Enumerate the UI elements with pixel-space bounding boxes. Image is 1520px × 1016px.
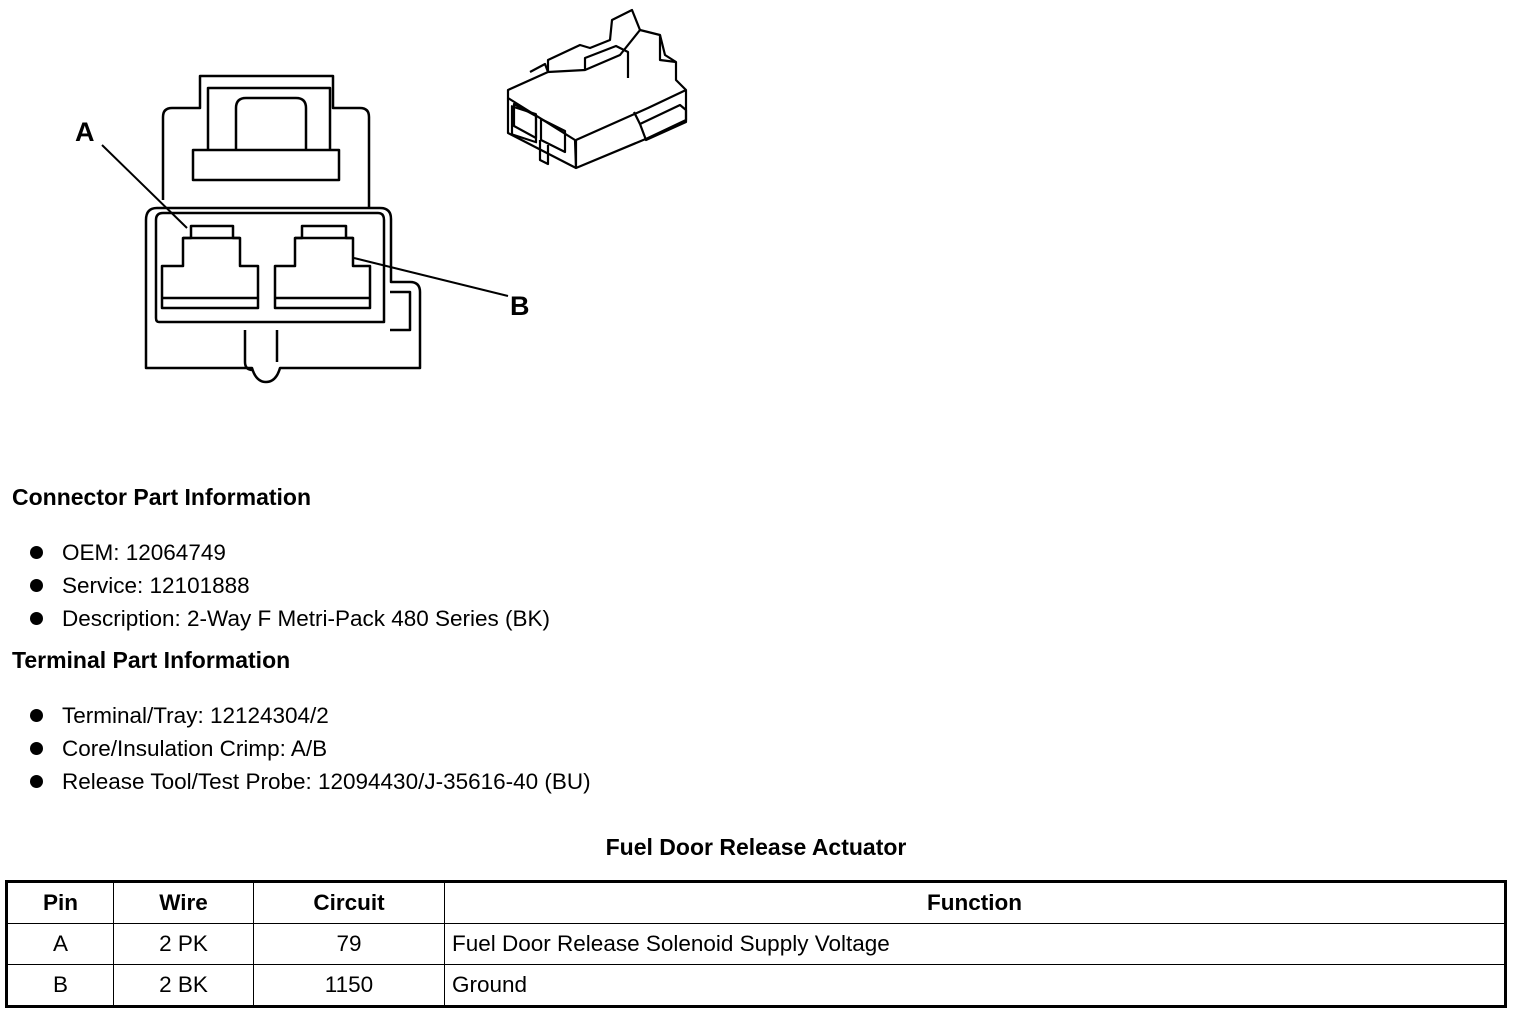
connector-info-title: Connector Part Information bbox=[12, 484, 312, 510]
list-item: Core/Insulation Crimp: A/B bbox=[30, 732, 591, 765]
bullet-icon bbox=[30, 546, 43, 559]
cell-circuit: 79 bbox=[253, 923, 445, 965]
header-pin: Pin bbox=[6, 881, 114, 924]
callout-label-a: A bbox=[75, 117, 95, 147]
cell-pin: A bbox=[6, 923, 114, 965]
bullet-icon bbox=[30, 742, 43, 755]
crimp-info: Core/Insulation Crimp: A/B bbox=[62, 736, 328, 761]
cell-function: Fuel Door Release Solenoid Supply Voltag… bbox=[444, 923, 1506, 965]
cell-circuit: 1150 bbox=[253, 964, 445, 1007]
connector-info-list: OEM: 12064749 Service: 12101888 Descript… bbox=[30, 536, 550, 635]
pin-table-title: Fuel Door Release Actuator bbox=[605, 834, 907, 860]
connector-face-view bbox=[101, 74, 509, 384]
list-item: Release Tool/Test Probe: 12094430/J-3561… bbox=[30, 765, 591, 798]
bullet-icon bbox=[30, 579, 43, 592]
cell-pin: B bbox=[6, 964, 114, 1007]
list-item: Service: 12101888 bbox=[30, 569, 550, 602]
header-circuit: Circuit bbox=[253, 881, 445, 924]
callout-label-b: B bbox=[510, 291, 530, 321]
table-row: B 2 BK 1150 Ground bbox=[6, 964, 1506, 1007]
list-item: Description: 2-Way F Metri-Pack 480 Seri… bbox=[30, 602, 550, 635]
terminal-tray: Terminal/Tray: 12124304/2 bbox=[62, 703, 329, 728]
list-item: Terminal/Tray: 12124304/2 bbox=[30, 699, 591, 732]
table-row: A 2 PK 79 Fuel Door Release Solenoid Sup… bbox=[6, 923, 1506, 965]
pin-table: Pin Wire Circuit Function A 2 PK 79 Fuel… bbox=[5, 880, 1507, 1008]
cell-function: Ground bbox=[444, 964, 1506, 1007]
connector-service: Service: 12101888 bbox=[62, 573, 250, 598]
terminal-info-list: Terminal/Tray: 12124304/2 Core/Insulatio… bbox=[30, 699, 591, 798]
terminal-info-title: Terminal Part Information bbox=[12, 647, 291, 673]
connector-3d-illustration bbox=[506, 8, 688, 170]
bullet-icon bbox=[30, 709, 43, 722]
connector-diagram: A B bbox=[75, 8, 688, 384]
cell-wire: 2 BK bbox=[113, 964, 254, 1007]
bullet-icon bbox=[30, 612, 43, 625]
list-item: OEM: 12064749 bbox=[30, 536, 550, 569]
release-tool: Release Tool/Test Probe: 12094430/J-3561… bbox=[62, 769, 591, 794]
connector-description: Description: 2-Way F Metri-Pack 480 Seri… bbox=[62, 606, 551, 631]
cell-wire: 2 PK bbox=[113, 923, 254, 965]
header-function: Function bbox=[444, 881, 1506, 924]
header-wire: Wire bbox=[113, 881, 254, 924]
connector-oem: OEM: 12064749 bbox=[62, 540, 226, 565]
bullet-icon bbox=[30, 775, 43, 788]
table-header-row: Pin Wire Circuit Function bbox=[6, 881, 1506, 924]
